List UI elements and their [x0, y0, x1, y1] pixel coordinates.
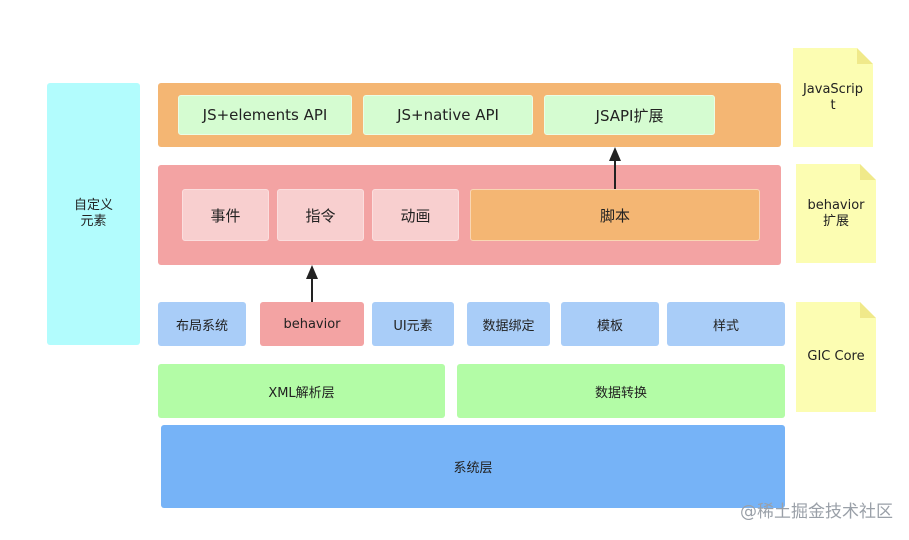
- layout-system-box: 布局系统: [158, 302, 246, 346]
- arrow-behavior-to-behavior-layer: [306, 265, 318, 302]
- note-javascript-line1: JavaScrip: [802, 82, 864, 97]
- behavior-box: behavior: [260, 302, 364, 346]
- xml-parser-layer: XML解析层: [158, 364, 445, 418]
- note-fold-icon: [857, 48, 873, 64]
- directive-box: 指令: [277, 189, 364, 241]
- note-javascript: JavaScrip t: [793, 48, 873, 147]
- note-javascript-line2: t: [830, 98, 836, 113]
- js-elements-api-box: JS+elements API: [178, 95, 352, 135]
- note-behavior-line1: behavior: [807, 198, 865, 213]
- template-box: 模板: [561, 302, 659, 346]
- note-fold-icon: [860, 164, 876, 180]
- animation-box: 动画: [372, 189, 459, 241]
- data-conversion-layer: 数据转换: [457, 364, 785, 418]
- style-box: 样式: [667, 302, 785, 346]
- custom-element-label-1: 自定义: [73, 198, 113, 213]
- ui-element-box: UI元素: [372, 302, 454, 346]
- note-behavior-line2: 扩展: [822, 214, 849, 229]
- js-native-api-box: JS+native API: [363, 95, 533, 135]
- arrow-script-to-jsapi: [609, 147, 621, 189]
- script-box: 脚本: [470, 189, 760, 241]
- jsapi-extension-box: JSAPI扩展: [544, 95, 715, 135]
- note-gic-core: GIC Core: [796, 302, 876, 412]
- data-binding-box: 数据绑定: [467, 302, 550, 346]
- watermark: @稀土掘金技术社区: [740, 502, 893, 522]
- event-box: 事件: [182, 189, 269, 241]
- note-behavior: behavior 扩展: [796, 164, 876, 263]
- system-layer: 系统层: [161, 425, 785, 508]
- note-gic-line1: GIC Core: [807, 349, 865, 364]
- custom-element-label-2: 元素: [80, 214, 107, 229]
- note-fold-icon: [860, 302, 876, 318]
- custom-element-block: 自定义 元素: [47, 83, 140, 345]
